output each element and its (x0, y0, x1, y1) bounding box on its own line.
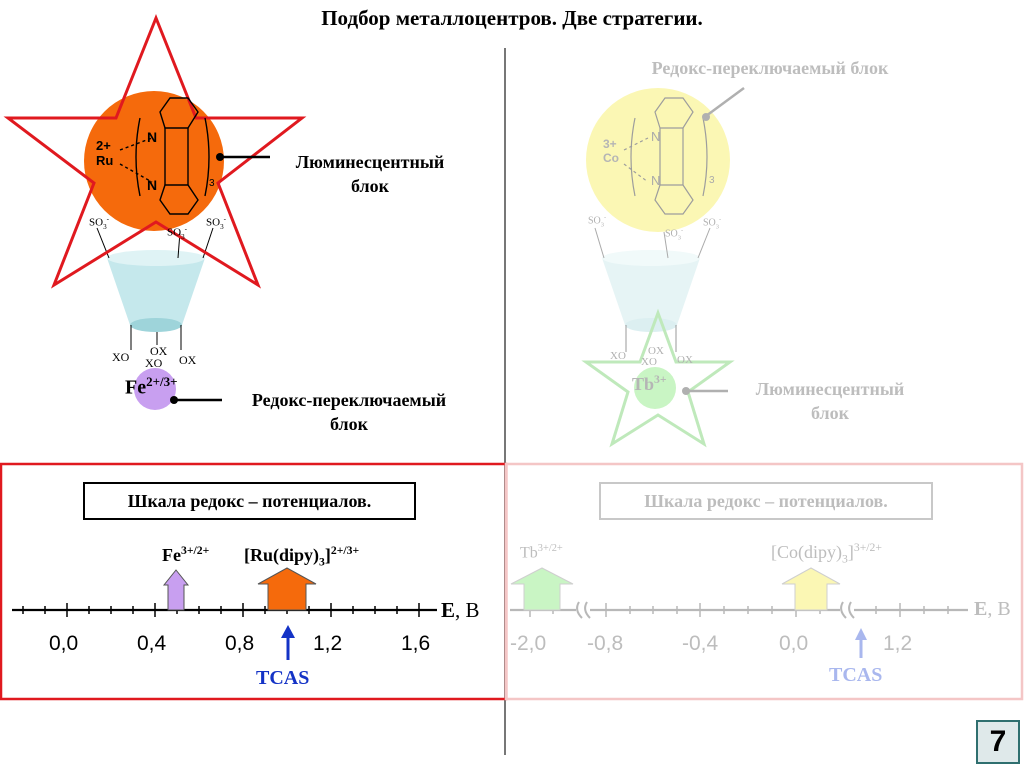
slide-number: 7 (976, 720, 1020, 764)
n-atom-bottom: N (147, 177, 158, 193)
ru-potential-arrow (257, 567, 317, 611)
xo-label-right-2: XO (641, 356, 657, 368)
co-potential-arrow (781, 567, 841, 611)
tb-potential-arrow (510, 567, 574, 611)
so3-group-right: SO3- (206, 215, 227, 231)
ox-label-right-1: OX (648, 345, 664, 357)
so3-group-right-2: SO3- (665, 227, 684, 242)
so3-group-left: SO3- (89, 215, 110, 231)
left-scale-title: Шкала редокс – потенциалов. (83, 482, 416, 520)
tb-label: Tb3+ (632, 373, 667, 394)
ru-arrow-label: [Ru(dipy)3]2+/3+ (244, 544, 360, 569)
right-scale-frame (504, 462, 1024, 701)
left-tcas-label: TCAS (256, 667, 310, 689)
slide-title: Подбор металлоцентров. Две стратегии. (321, 6, 703, 30)
complex-subscript-right: 3 (709, 175, 715, 186)
co-charge: 3+ (603, 137, 617, 151)
right-tick-label: 0,0 (779, 632, 809, 655)
co-sphere (586, 88, 730, 232)
ox-label-1: OX (150, 344, 168, 358)
left-cone (96, 227, 214, 350)
left-tick-label: 1,6 (401, 632, 431, 655)
ru-symbol: Ru (96, 153, 114, 168)
xo-label-right-1: XO (610, 350, 626, 362)
right-cone (594, 227, 711, 352)
right-redox-label: Редокс-переключаемый блок (651, 58, 889, 78)
fe-potential-arrow (162, 569, 190, 611)
co-label: 3+ Co (603, 137, 619, 165)
left-luminescent-label: Люминесцентный блок (295, 152, 445, 196)
tb-sphere (634, 367, 676, 409)
ru-charge: 2+ (96, 138, 111, 153)
right-tcas-arrow (855, 628, 867, 658)
complex-subscript: 3 (209, 178, 215, 189)
xo-label-1: XO (112, 350, 130, 364)
left-tick-label: 0,4 (137, 632, 167, 655)
so3-group-center: SO3- (167, 225, 188, 241)
fe-sphere (134, 368, 176, 410)
co-symbol: Co (603, 151, 619, 165)
right-tick-label: 1,2 (883, 632, 913, 655)
left-star (3, 13, 307, 289)
ru-label: 2+ Ru (96, 138, 113, 168)
left-axis-label: E, В (441, 598, 480, 622)
n-atom-top-right: N (651, 129, 661, 144)
n-atom-bottom-right: N (651, 173, 661, 188)
right-bipyridine (623, 97, 708, 215)
right-luminescent-label: Люминесцентный блок (755, 379, 905, 423)
tb-arrow-label: Tb3+/2+ (520, 543, 563, 562)
left-tick-label: 0,8 (225, 632, 255, 655)
right-tick-label: -2,0 (510, 632, 547, 655)
fe-arrow-label: Fe3+/2+ (162, 544, 210, 565)
left-tcas-arrow (281, 625, 295, 660)
fe-label: Fe2+/3+ (125, 374, 178, 399)
right-axis-label: E, В (974, 598, 1011, 620)
ox-label-2: OX (179, 353, 197, 367)
axis-break-2 (840, 600, 855, 620)
right-star (581, 308, 735, 448)
ox-label-right-2: OX (677, 354, 693, 366)
left-tick-label: 1,2 (313, 632, 343, 655)
left-bipyridine (119, 97, 210, 215)
n-atom-top: N (147, 129, 158, 145)
co-arrow-label: [Co(dipy)3]3+/2+ (771, 541, 882, 566)
left-tick-label: 0,0 (49, 632, 79, 655)
right-scale-title: Шкала редокс – потенциалов. (599, 482, 933, 520)
axis-break-1 (576, 600, 591, 620)
right-tcas-label: TCAS (829, 664, 883, 686)
so3-group-right-3: SO3- (703, 216, 722, 231)
right-tick-label: -0,8 (587, 632, 624, 655)
right-tick-label: -0,4 (682, 632, 719, 655)
xo-label-2: XO (145, 356, 163, 370)
so3-group-right-1: SO3- (588, 214, 607, 229)
left-redox-label: Редокс-переключаемый блок (251, 390, 447, 434)
